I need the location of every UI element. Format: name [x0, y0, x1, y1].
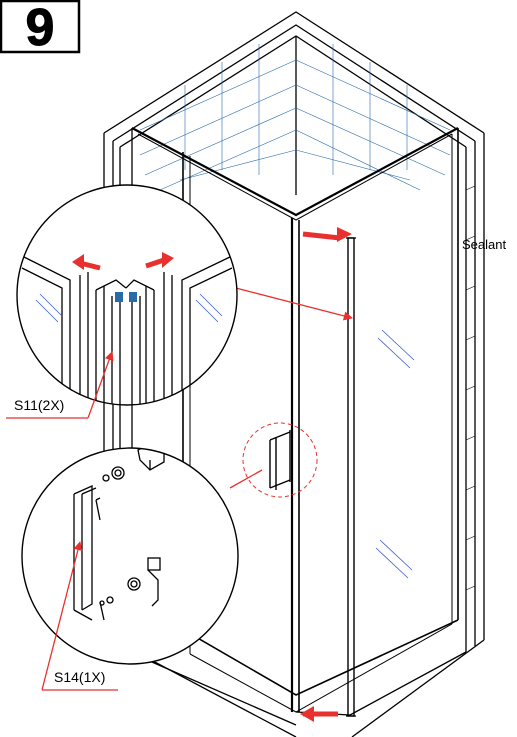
- s11-label: S11(2X): [14, 397, 64, 413]
- glass-reflections: [375, 329, 415, 579]
- handle-main: [269, 430, 291, 490]
- sealant-label: Sealant: [462, 237, 506, 252]
- step-badge: 9: [0, 0, 81, 58]
- tile-grid: [139, 44, 451, 191]
- leader-top-zoom: [227, 285, 353, 321]
- handle-callout-circle: [242, 422, 318, 498]
- sealant-arrow-bottom: [300, 706, 338, 722]
- sealant-arrow-top: [302, 227, 352, 242]
- s14-label: S14(1X): [54, 669, 105, 685]
- s14-callout: S14(1X): [41, 541, 118, 691]
- zoom-detail-profiles: [16, 184, 238, 406]
- magnetic-profile-bar: [347, 237, 355, 717]
- leader-bottom-zoom: [229, 469, 263, 489]
- zoom-detail-handle: [21, 447, 239, 665]
- step-number: 9: [26, 0, 55, 57]
- s11-callout: S11(2X): [6, 351, 114, 419]
